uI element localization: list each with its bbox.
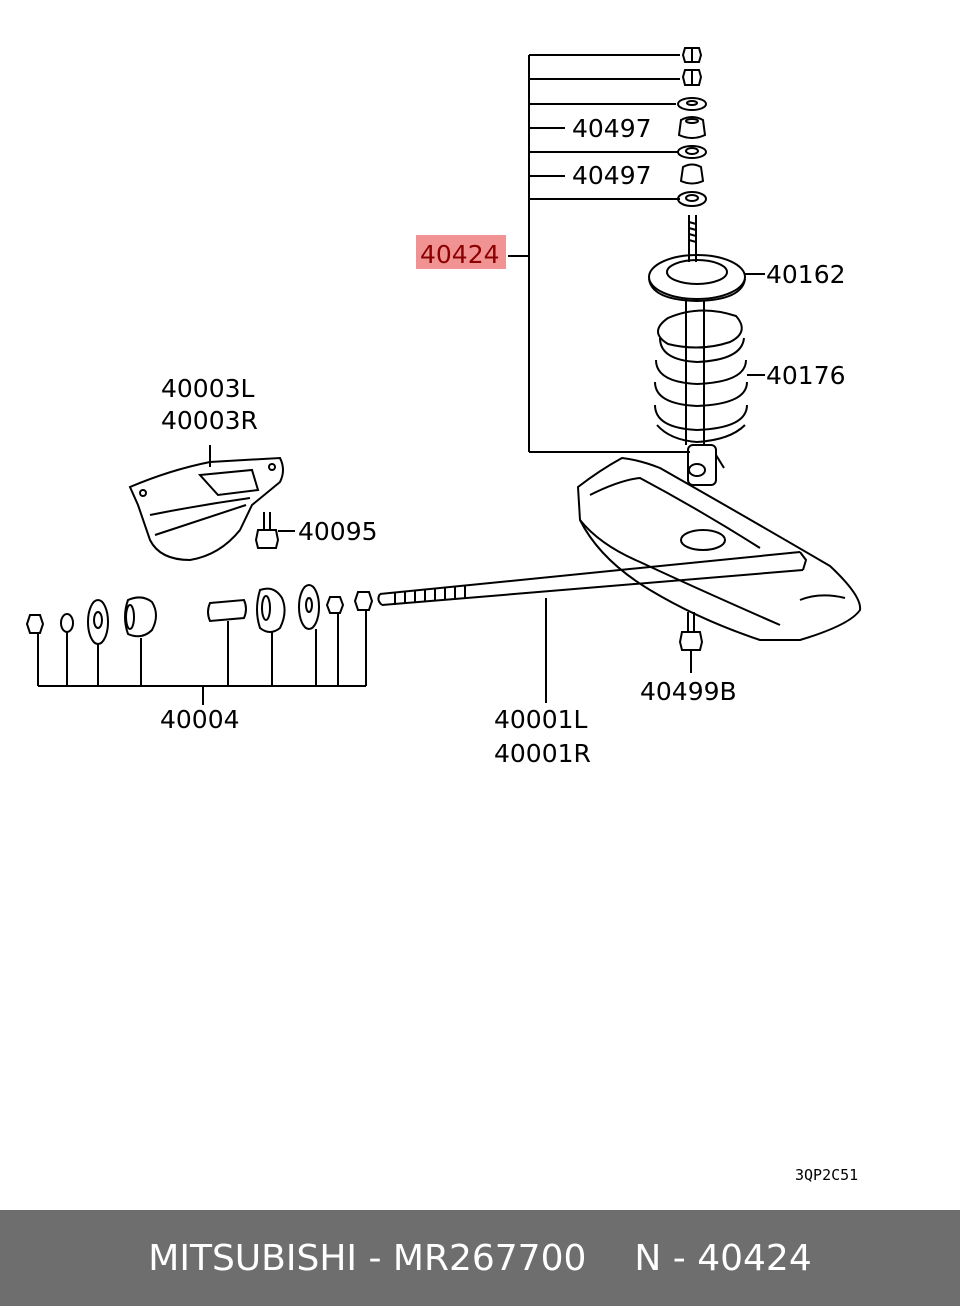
bolt-icon [254, 512, 295, 549]
footer-ref: N - 40424 [634, 1237, 812, 1279]
label-40497-lower[interactable]: 40497 [572, 161, 652, 190]
strut-bar-icon [377, 551, 808, 703]
label-40176[interactable]: 40176 [766, 361, 846, 390]
coil-spring-icon [654, 309, 765, 444]
washer-icon [677, 97, 707, 111]
highlight-box [416, 235, 506, 269]
nut-icon [681, 47, 703, 63]
shock-lower-mount-icon [687, 444, 725, 486]
hardware-set-icon [25, 584, 374, 705]
label-40095[interactable]: 40095 [298, 517, 378, 546]
spring-seat-icon [648, 254, 765, 303]
label-40003R[interactable]: 40003R [161, 406, 258, 435]
bushing-icon [677, 116, 707, 139]
drawing-code: 3QP2C51 [795, 1166, 858, 1184]
nut-icon [681, 69, 703, 86]
shock-rod-icon [685, 215, 705, 445]
washer-icon [677, 191, 707, 207]
footer-bar: MITSUBISHI - MR267700 N - 40424 [0, 1210, 960, 1306]
washer-icon [677, 145, 707, 159]
label-40497-upper[interactable]: 40497 [572, 114, 652, 143]
label-40003L[interactable]: 40003L [161, 374, 255, 403]
bushing-icon [679, 163, 705, 185]
label-40001L[interactable]: 40001L [494, 705, 588, 734]
bolt-icon [678, 612, 704, 673]
bracket-icon [128, 445, 284, 562]
footer-brand-part: MITSUBISHI - MR267700 [148, 1237, 587, 1279]
crossmember-icon [576, 456, 862, 641]
label-40001R[interactable]: 40001R [494, 739, 591, 768]
label-40424[interactable]: 40424 [420, 240, 500, 269]
kit-bracket [508, 54, 690, 453]
label-40499B[interactable]: 40499B [640, 677, 737, 706]
label-40162[interactable]: 40162 [766, 260, 846, 289]
parts-diagram: 40497 40497 40424 40162 40176 40003L 400… [25, 47, 862, 1184]
label-40004[interactable]: 40004 [160, 705, 240, 734]
